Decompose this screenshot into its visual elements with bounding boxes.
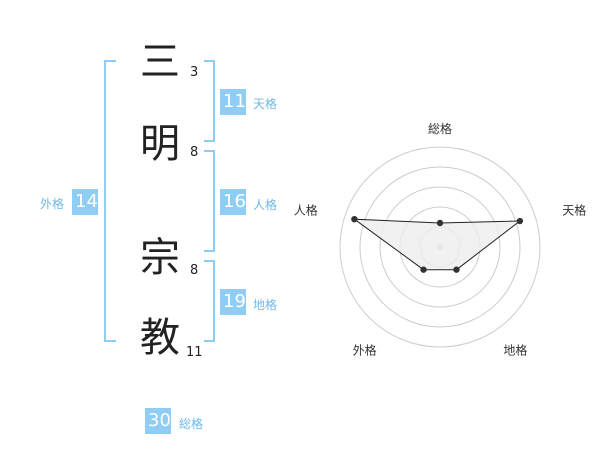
name-char-3: 宗	[140, 235, 180, 281]
jinkaku-label: 人格	[253, 198, 278, 212]
chikaku-bracket	[204, 260, 215, 342]
name-char-4: 教	[140, 315, 180, 361]
radar-ring-5	[339, 146, 541, 348]
tenkaku-bracket	[204, 60, 215, 142]
tenkaku-label: 天格	[253, 97, 278, 111]
radar-axis-label-1: 天格	[562, 203, 586, 218]
radar-point-1	[516, 217, 524, 225]
stroke-count-4: 11	[186, 345, 203, 360]
radar-point-2	[453, 266, 460, 273]
gaikaku-badge: 14	[72, 189, 98, 215]
name-char-1: 三	[140, 39, 180, 85]
soukaku-label: 総格	[179, 417, 204, 431]
radar-point-0	[436, 219, 444, 227]
jinkaku-badge: 16	[220, 189, 246, 215]
radar-axis-label-0: 総格	[428, 121, 452, 136]
name-char-2: 明	[140, 121, 180, 167]
radar-axis-label-2: 地格	[503, 342, 527, 357]
stroke-count-2: 8	[190, 145, 199, 160]
stroke-count-3: 8	[190, 263, 199, 278]
jinkaku-bracket	[204, 150, 215, 252]
stroke-count-1: 3	[190, 65, 199, 80]
radar-series-area	[352, 218, 522, 271]
soukaku-badge: 30	[145, 408, 171, 434]
gaikaku-bracket	[104, 60, 116, 342]
radar-ring-4	[359, 166, 521, 328]
tenkaku-badge: 11	[220, 89, 246, 115]
radar-point-3	[420, 266, 427, 273]
radar-ring-3	[379, 186, 501, 308]
radar-axis-label-3: 外格	[353, 342, 377, 357]
chikaku-badge: 19	[220, 289, 246, 315]
radar-point-4	[351, 215, 358, 223]
chikaku-label: 地格	[253, 298, 278, 312]
gaikaku-label: 外格	[40, 197, 65, 211]
radar-axis-label-4: 人格	[294, 203, 318, 218]
